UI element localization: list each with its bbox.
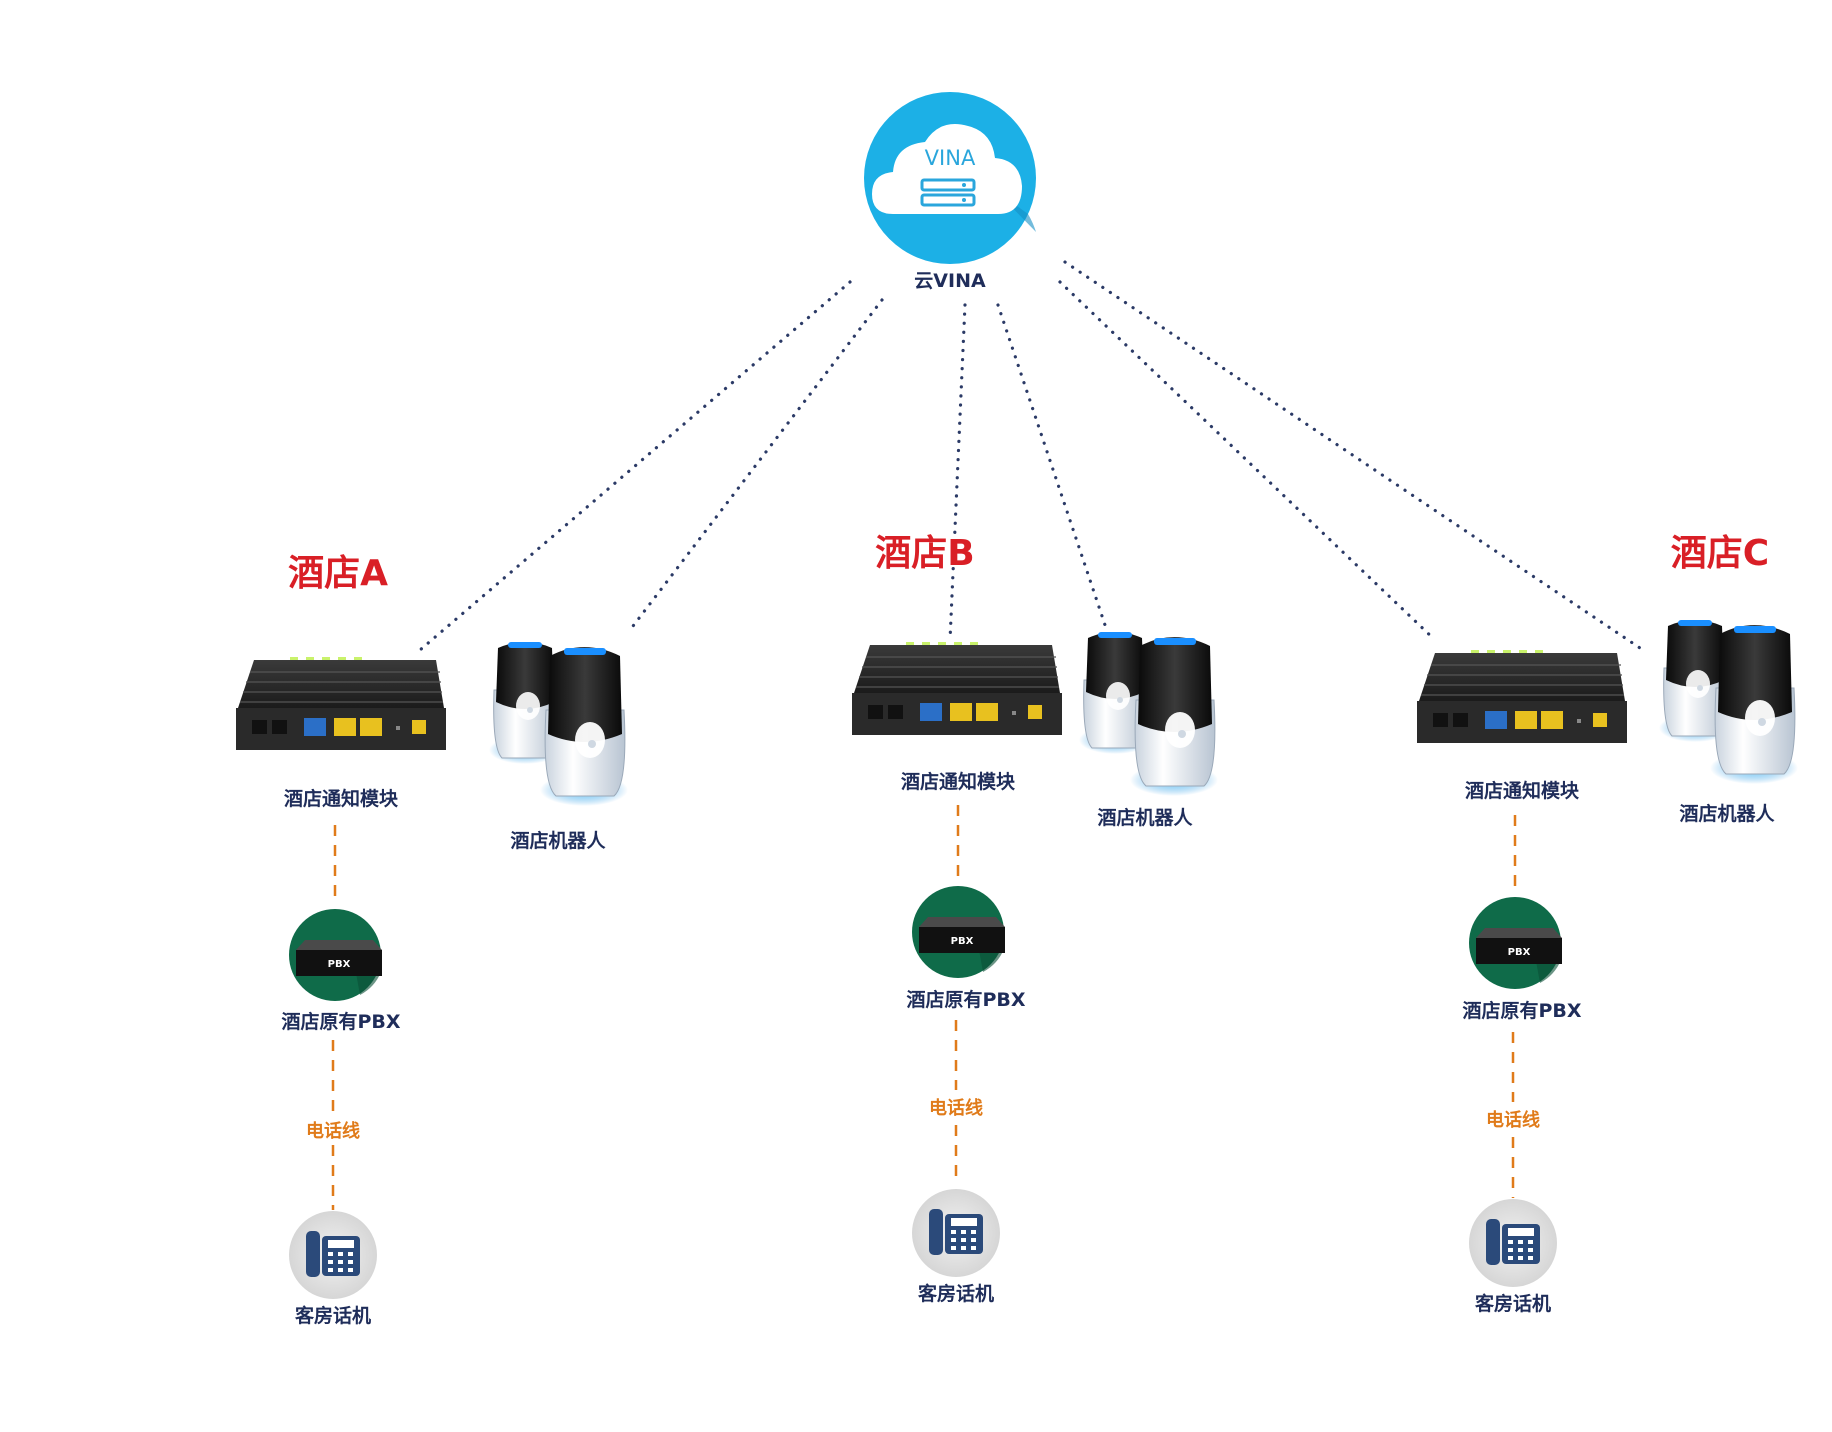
cloud-label: 云VINA: [914, 270, 986, 292]
site-title: 酒店B: [875, 533, 974, 574]
link-cloud-robot-a: [628, 298, 884, 632]
link-cloud-robot-b: [996, 303, 1107, 627]
hotel-notify-module: [236, 657, 446, 750]
site-a: 酒店A 酒店通知模块: [236, 553, 628, 1327]
phone-icon: [289, 1211, 377, 1299]
hotel-robot: [1659, 620, 1798, 784]
link-cloud-module-c: [1058, 280, 1437, 642]
hotel-robot: [1079, 632, 1218, 796]
cloud-icon: VINA: [872, 124, 1022, 214]
module-label: 酒店通知模块: [1465, 779, 1580, 802]
pbx-badge: PBX: [1508, 947, 1531, 958]
module-label: 酒店通知模块: [901, 770, 1016, 793]
site-title: 酒店A: [288, 553, 388, 594]
phone-icon: [1469, 1199, 1557, 1287]
site-b: 酒店B 酒店通知模块: [852, 533, 1218, 1305]
robot-label: 酒店机器人: [510, 829, 606, 852]
link-cloud-robot-c: [1063, 260, 1642, 650]
phone-icon: [912, 1189, 1000, 1277]
pbx-icon: PBX: [1469, 897, 1562, 989]
line-label: 电话线: [306, 1120, 360, 1142]
pbx-label: 酒店原有PBX: [281, 1010, 400, 1033]
module-label: 酒店通知模块: [284, 787, 399, 810]
cloud-connections: [418, 260, 1642, 652]
phone-label: 客房话机: [918, 1282, 994, 1305]
cloud-logo-text: VINA: [925, 146, 976, 170]
site-c: 酒店C 酒店通知模块: [1417, 533, 1798, 1315]
robot-label: 酒店机器人: [1097, 806, 1193, 829]
pbx-badge: PBX: [328, 959, 351, 970]
pbx-label: 酒店原有PBX: [906, 988, 1025, 1011]
phone-label: 客房话机: [1475, 1292, 1551, 1315]
hotel-robot: [489, 642, 628, 806]
hotel-notify-module: [852, 642, 1062, 735]
pbx-icon: PBX: [289, 909, 382, 1001]
link-cloud-module-a: [418, 280, 852, 652]
pbx-badge: PBX: [951, 936, 974, 947]
cloud-vina-node: VINA 云VINA: [864, 92, 1036, 292]
line-label: 电话线: [929, 1097, 983, 1119]
line-label: 电话线: [1486, 1109, 1540, 1131]
site-title: 酒店C: [1671, 533, 1769, 574]
hotel-notify-module: [1417, 650, 1627, 743]
pbx-label: 酒店原有PBX: [1462, 999, 1581, 1022]
pbx-icon: PBX: [912, 886, 1005, 978]
robot-label: 酒店机器人: [1679, 802, 1775, 825]
link-cloud-module-b: [948, 303, 967, 642]
phone-label: 客房话机: [295, 1304, 371, 1327]
